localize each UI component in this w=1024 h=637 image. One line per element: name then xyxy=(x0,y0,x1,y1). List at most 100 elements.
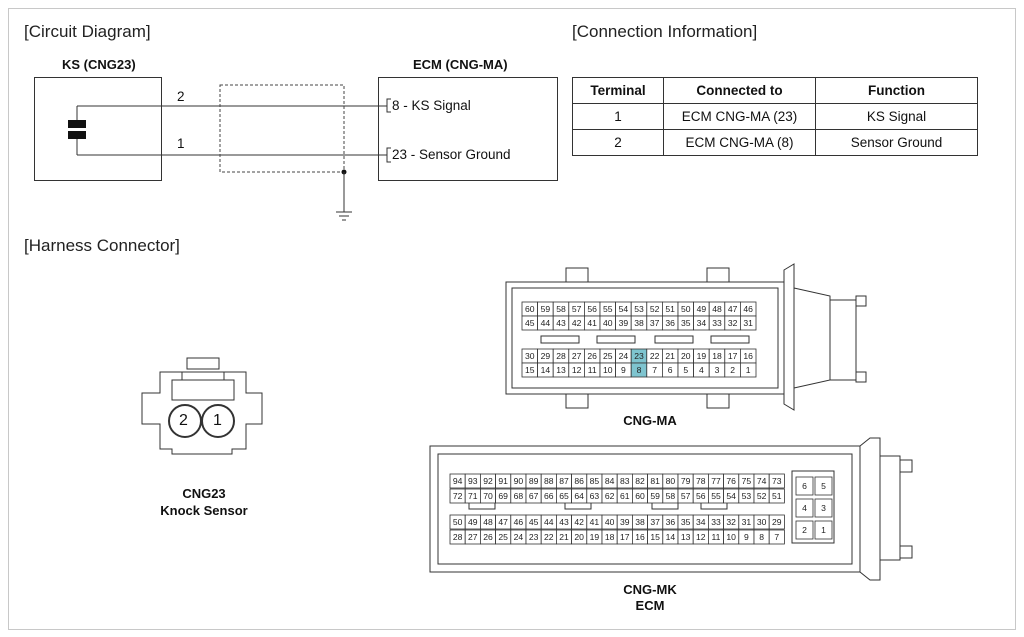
cng-ma-pin-label: 56 xyxy=(587,304,597,314)
cng-ma-pin-label: 55 xyxy=(603,304,613,314)
cng-mk-caption-2: ECM xyxy=(635,598,665,613)
cng-mk-pin-label: 67 xyxy=(529,491,539,501)
cng-ma-pin-label: 47 xyxy=(728,304,738,314)
knock-sensor-caption-1: CNG23 xyxy=(182,486,226,501)
cng-mk-side-pin-label: 3 xyxy=(821,503,826,513)
cng-mk-pin-label: 75 xyxy=(742,476,752,486)
cng-mk-pin-label: 73 xyxy=(772,476,782,486)
cng-mk-pin-label: 58 xyxy=(666,491,676,501)
cng-mk-pin xyxy=(768,529,785,545)
cng-mk-pin-label: 48 xyxy=(483,517,493,527)
cng-mk-pin-label: 30 xyxy=(757,517,767,527)
cng-mk-side-pin-label: 6 xyxy=(802,481,807,491)
cng-mk-pin-label: 45 xyxy=(529,517,539,527)
ground-icon xyxy=(336,169,352,221)
cng-mk-pin-label: 49 xyxy=(468,517,478,527)
cng-ma-pin-label: 37 xyxy=(650,318,660,328)
cng-mk-pin-label: 80 xyxy=(666,476,676,486)
cng-ma-pin-label: 24 xyxy=(619,351,629,361)
table-row: 1 ECM CNG-MA (23) KS Signal xyxy=(572,103,978,130)
cng-ma-pin-label: 58 xyxy=(556,304,566,314)
cng-ma-pin-label: 41 xyxy=(587,318,597,328)
cng-ma-pin-label: 29 xyxy=(541,351,551,361)
cell-function: Sensor Ground xyxy=(815,129,978,156)
cng-mk-side-pin-label: 2 xyxy=(802,525,807,535)
cng-ma-pin-label: 17 xyxy=(728,351,738,361)
cng-mk-pin-label: 37 xyxy=(650,517,660,527)
cng-ma-pin-label: 19 xyxy=(697,351,707,361)
cng-mk-pin-label: 81 xyxy=(650,476,660,486)
cng-mk-pin-label: 27 xyxy=(468,532,478,542)
cng-ma-pin-label: 6 xyxy=(668,365,673,375)
cng-mk-pin-label: 92 xyxy=(483,476,493,486)
cng-ma-pin-label: 1 xyxy=(746,365,751,375)
cng-mk-pin-label: 89 xyxy=(529,476,539,486)
cng-mk-pin-label: 63 xyxy=(590,491,600,501)
cng-mk-side-pin xyxy=(814,498,833,518)
cng-mk-pin-label: 16 xyxy=(635,532,645,542)
cng-ma-pin-label: 39 xyxy=(619,318,629,328)
cng-mk-pin-label: 56 xyxy=(696,491,706,501)
cng-ma-pin-label: 26 xyxy=(587,351,597,361)
cng-ma-pin-label: 21 xyxy=(665,351,675,361)
diagram-frame xyxy=(8,8,1016,630)
cng-mk-pin-label: 14 xyxy=(666,532,676,542)
cng-mk-pin xyxy=(768,488,785,504)
cng-mk-pin-label: 39 xyxy=(620,517,630,527)
cng-mk-pin-label: 69 xyxy=(498,491,508,501)
cng-ma-pin-label: 7 xyxy=(652,365,657,375)
cng-mk-pin-label: 24 xyxy=(514,532,524,542)
cng-mk-pin-label: 77 xyxy=(711,476,721,486)
cng-mk-pin-label: 62 xyxy=(605,491,615,501)
cng-mk-pin-label: 31 xyxy=(742,517,752,527)
cng-ma-pin-label: 22 xyxy=(650,351,660,361)
ks-pin-2: 2 xyxy=(179,412,188,429)
cng-mk-pin-label: 74 xyxy=(757,476,767,486)
cell-terminal: 2 xyxy=(572,129,664,156)
cng-ma-pin-label: 20 xyxy=(681,351,691,361)
cng-ma-pin-label: 2 xyxy=(730,365,735,375)
cng-mk-side-pin xyxy=(795,520,814,540)
cng-mk-pin-label: 83 xyxy=(620,476,630,486)
cng-ma-pin-label: 53 xyxy=(634,304,644,314)
knock-sensor-caption-2: Knock Sensor xyxy=(160,503,248,518)
cng-ma-pin-label: 15 xyxy=(525,365,535,375)
cng-mk-pin-label: 46 xyxy=(514,517,524,527)
cng-ma-pin-label: 54 xyxy=(619,304,629,314)
cng-mk-pin-label: 59 xyxy=(650,491,660,501)
cng-ma-pin-label: 57 xyxy=(572,304,582,314)
cng-mk-pin-label: 7 xyxy=(774,532,779,542)
cng-ma-pin-label: 10 xyxy=(603,365,613,375)
cng-ma-pin-label: 23 xyxy=(634,351,644,361)
cng-mk-pin-label: 87 xyxy=(559,476,569,486)
cng-ma-pin-label: 44 xyxy=(541,318,551,328)
cng-mk-pin-label: 88 xyxy=(544,476,554,486)
cng-ma-pin xyxy=(740,315,757,331)
cng-mk-pin-label: 21 xyxy=(559,532,569,542)
cng-ma-pin-label: 8 xyxy=(637,365,642,375)
cng-mk-pin-label: 51 xyxy=(772,491,782,501)
shield-dashed-box xyxy=(219,84,345,173)
cng-mk-pin-label: 53 xyxy=(742,491,752,501)
cng-mk-pin-label: 29 xyxy=(772,517,782,527)
cng-mk-pin-label: 94 xyxy=(453,476,463,486)
cng-ma-pin-label: 34 xyxy=(697,318,707,328)
cng-mk-pin-label: 20 xyxy=(574,532,584,542)
cng-mk-pin-label: 42 xyxy=(574,517,584,527)
cng-mk-side-pin xyxy=(795,498,814,518)
cng-ma-pin-label: 50 xyxy=(681,304,691,314)
cng-mk-side-pin-label: 1 xyxy=(821,525,826,535)
cng-ma-pin-label: 4 xyxy=(699,365,704,375)
cng-ma-connector xyxy=(505,263,867,411)
cng-mk-pin xyxy=(768,473,785,489)
cng-mk-pin-label: 35 xyxy=(681,517,691,527)
cng-mk-pin-label: 33 xyxy=(711,517,721,527)
cng-ma-pin-label: 16 xyxy=(743,351,753,361)
cng-mk-pin-label: 10 xyxy=(726,532,736,542)
cng-mk-side-pin xyxy=(795,476,814,496)
cng-ma-pin-label: 12 xyxy=(572,365,582,375)
wire-terminal-2: 2 xyxy=(177,89,185,104)
ecm-pin-ks-signal: 8 - KS Signal xyxy=(392,98,471,113)
cng-ma-caption: CNG-MA xyxy=(623,413,677,428)
